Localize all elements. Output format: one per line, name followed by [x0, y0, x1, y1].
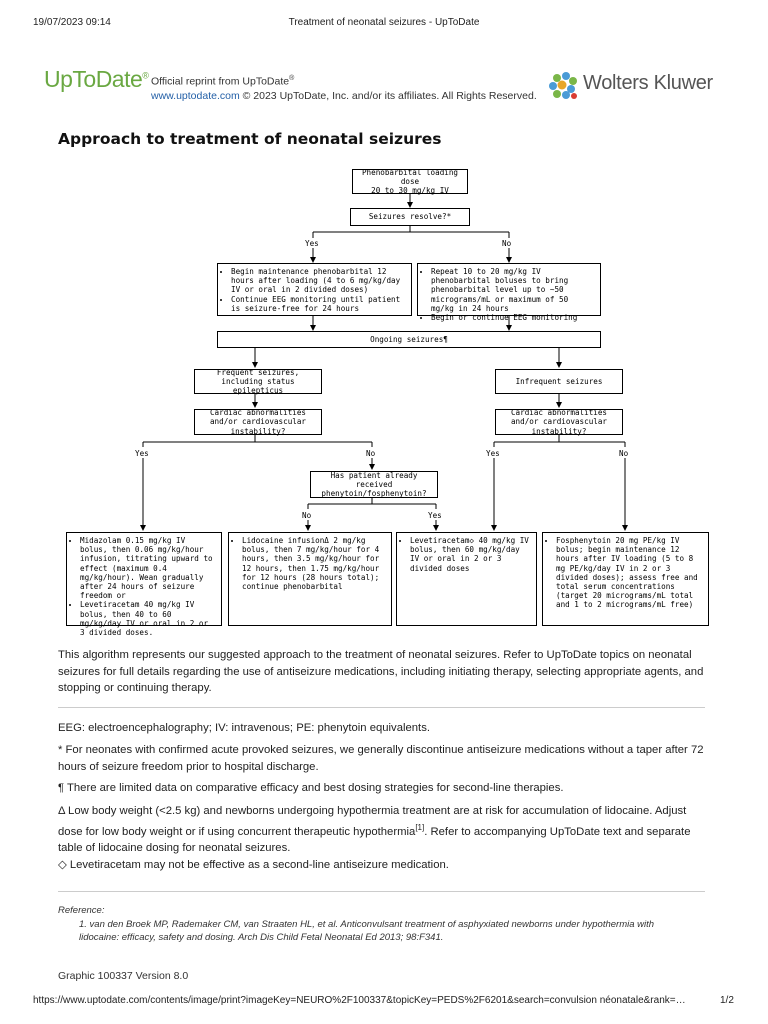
uptodate-logo-text: UpToDate	[44, 66, 143, 92]
frequent-seizures-box: Frequent seizures, including status epil…	[194, 368, 322, 395]
divider-2	[58, 891, 705, 892]
label-no-cardiac-right: No	[619, 449, 629, 458]
fosphenytoin-box: Fosphenytoin 20 mg PE/kg IV bolus; begin…	[542, 532, 709, 626]
leve-item-1: Levetiracetam◇ 40 mg/kg IV bolus, then 6…	[410, 536, 531, 573]
graphic-version: Graphic 100337 Version 8.0	[58, 970, 189, 982]
footnote-star: * For neonates with confirmed acute prov…	[58, 744, 704, 773]
footnote-delta-text-b: . Refer to accompanying UpToDate text an…	[58, 825, 691, 854]
loading-line-1: Phenobarbital loading dose	[361, 167, 458, 186]
label-yes-cardiac-right: Yes	[486, 449, 500, 458]
cardiac-question-left-box: Cardiac abnormalities and/or cardiovascu…	[194, 408, 322, 436]
fos-item-1: Fosphenytoin 20 mg PE/kg IV bolus; begin…	[556, 536, 703, 610]
wolters-kluwer-globe-icon	[549, 72, 577, 99]
ongoing-seizures-box: Ongoing seizures¶	[217, 331, 601, 348]
print-page-title: Treatment of neonatal seizures - UpToDat…	[288, 17, 480, 28]
footnote-delta-text-a: Δ Low body weight (<2.5 kg) and newborns…	[58, 805, 687, 838]
flowchart-connectors	[140, 194, 628, 531]
label-no-resolve: No	[502, 239, 512, 248]
repeat-phenobarbital-box: Repeat 10 to 20 mg/kg IV phenobarbital b…	[417, 263, 601, 322]
label-yes-cardiac-left: Yes	[135, 449, 149, 458]
midazolam-box: Midazolam 0.15 mg/kg IV bolus, then 0.06…	[66, 532, 222, 637]
label-yes-phenytoin: Yes	[428, 511, 442, 520]
uptodate-logo-reg: ®	[142, 70, 149, 81]
lidocaine-box: Lidocaine infusionΔ 2 mg/kg bolus, then …	[228, 532, 392, 626]
reprint-line: Official reprint from UpToDate	[151, 75, 290, 88]
label-no-cardiac-left: No	[366, 449, 376, 458]
reference-item: 1. van den Broek MP, Rademaker CM, van S…	[79, 919, 655, 943]
reference-heading: Reference:	[58, 905, 105, 916]
levetiracetam-box: Levetiracetam◇ 40 mg/kg IV bolus, then 6…	[396, 532, 537, 626]
graphic-title: Approach to treatment of neonatal seizur…	[58, 130, 442, 148]
seizures-resolve-box: Seizures resolve?*	[350, 208, 470, 226]
print-url: https://www.uptodate.com/contents/image/…	[33, 995, 686, 1006]
footnote-abbreviations: EEG: electroencephalography; IV: intrave…	[58, 722, 430, 734]
footnote-pilcrow: ¶ There are limited data on comparative …	[58, 782, 564, 794]
divider-1	[58, 707, 705, 708]
reprint-notice: Official reprint from UpToDate® www.upto…	[151, 72, 537, 103]
algorithm-description: This algorithm represents our suggested …	[58, 649, 704, 694]
infrequent-seizures-box: Infrequent seizures	[495, 369, 623, 394]
label-yes-resolve: Yes	[305, 239, 319, 248]
lido-item-1: Lidocaine infusionΔ 2 mg/kg bolus, then …	[242, 536, 386, 591]
wolters-kluwer-logo[interactable]: Wolters Kluwer	[583, 72, 713, 94]
footnote-diamond: ◇ Levetiracetam may not be effective as …	[58, 859, 449, 871]
label-no-phenytoin: No	[302, 511, 312, 520]
maint-item-2: Continue EEG monitoring until patient is…	[231, 295, 406, 313]
print-page-number: 1/2	[720, 995, 734, 1006]
phenytoin-question-box: Has patient already received phenytoin/f…	[310, 471, 438, 498]
print-datetime: 19/07/2023 09:14	[33, 17, 111, 28]
uptodate-logo[interactable]: UpToDate®	[44, 66, 149, 93]
midaz-item-1: Midazolam 0.15 mg/kg IV bolus, then 0.06…	[80, 536, 216, 600]
maint-item-1: Begin maintenance phenobarbital 12 hours…	[231, 267, 406, 295]
loading-line-2: 20 to 30 mg/kg IV	[371, 186, 449, 196]
repeat-item-1: Repeat 10 to 20 mg/kg IV phenobarbital b…	[431, 267, 595, 313]
footnote-delta: Δ Low body weight (<2.5 kg) and newborns…	[58, 803, 708, 856]
repeat-item-2: Begin or continue EEG monitoring	[431, 313, 595, 322]
footnote-delta-citation[interactable]: [1]	[415, 822, 425, 832]
maintenance-phenobarbital-box: Begin maintenance phenobarbital 12 hours…	[217, 263, 412, 316]
copyright-text: © 2023 UpToDate, Inc. and/or its affilia…	[239, 89, 537, 102]
midaz-item-2: Levetiracetam 40 mg/kg IV bolus, then 40…	[80, 600, 216, 637]
reprint-reg: ®	[289, 75, 295, 82]
cardiac-question-right-box: Cardiac abnormalities and/or cardiovascu…	[495, 408, 623, 436]
uptodate-site-link[interactable]: www.uptodate.com	[151, 89, 240, 102]
